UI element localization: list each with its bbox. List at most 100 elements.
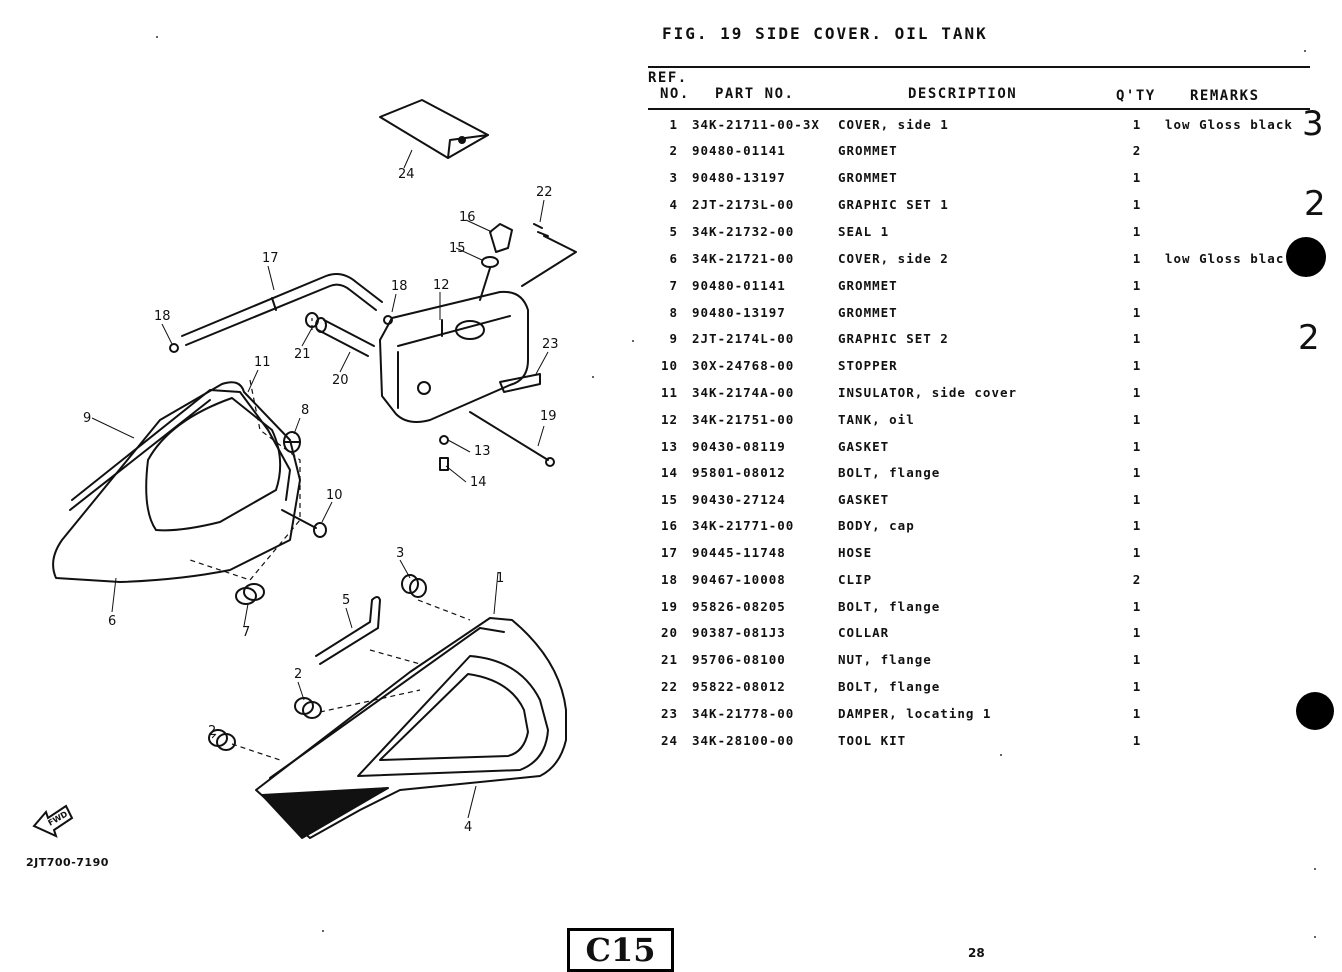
cell-ref: 21 <box>660 652 678 667</box>
scan-speck <box>1000 754 1002 756</box>
table-row: 3 90480-13197 GROMMET 1 <box>650 170 1340 196</box>
clip-part <box>169 343 179 353</box>
cell-description: CLIP <box>838 572 873 587</box>
cell-ref: 19 <box>660 599 678 614</box>
cell-part-no: 34K-2174A-00 <box>692 385 795 400</box>
grommet-8-part <box>283 431 301 453</box>
cell-ref: 1 <box>669 117 678 132</box>
cell-description: GROMMET <box>838 170 898 185</box>
scan-speck <box>592 376 594 378</box>
cell-ref: 6 <box>669 251 678 266</box>
cell-part-no: 90467-10008 <box>692 572 786 587</box>
callout-1: 1 <box>496 571 504 586</box>
table-row: 15 90430-27124 GASKET 1 <box>650 492 1340 518</box>
cell-ref: 18 <box>660 572 678 587</box>
table-row: 4 2JT-2173L-00 GRAPHIC SET 1 1 <box>650 197 1340 223</box>
cell-description: HOSE <box>838 545 873 560</box>
cell-part-no: 2JT-2174L-00 <box>692 331 795 346</box>
fwd-arrow-icon: FWD <box>32 804 74 838</box>
cell-part-no: 34K-21771-00 <box>692 518 795 533</box>
table-row: 12 34K-21751-00 TANK, oil 1 <box>650 412 1340 438</box>
table-row: 21 95706-08100 NUT, flange 1 <box>650 652 1340 678</box>
cell-description: GASKET <box>838 492 890 507</box>
grommet-2b-part <box>208 729 236 751</box>
cell-part-no: 95706-08100 <box>692 652 786 667</box>
table-row: 19 95826-08205 BOLT, flange 1 <box>650 599 1340 625</box>
cell-description: TANK, oil <box>838 412 915 427</box>
cell-description: GROMMET <box>838 143 898 158</box>
callout-9: 9 <box>83 411 91 426</box>
header-ref-top: REF. <box>648 70 688 86</box>
cell-description: BOLT, flange <box>838 465 941 480</box>
header-ref-bottom: NO. <box>660 86 690 102</box>
cell-description: STOPPER <box>838 358 898 373</box>
cell-part-no: 90480-13197 <box>692 170 786 185</box>
cell-description: COVER, side 2 <box>838 251 949 266</box>
cell-part-no: 34K-21721-00 <box>692 251 795 266</box>
cell-part-no: 90430-08119 <box>692 439 786 454</box>
cell-ref: 10 <box>660 358 678 373</box>
cell-ref: 16 <box>660 518 678 533</box>
cell-description: TOOL KIT <box>838 733 907 748</box>
callout-4: 4 <box>464 820 472 835</box>
cell-part-no: 90387-081J3 <box>692 625 786 640</box>
cell-qty: 1 <box>1132 224 1142 239</box>
cell-part-no: 90430-27124 <box>692 492 786 507</box>
table-row: 24 34K-28100-00 TOOL KIT 1 <box>650 733 1340 759</box>
table-row: 7 90480-01141 GROMMET 1 <box>650 278 1340 304</box>
grommet-2a-part <box>294 697 322 719</box>
cell-description: GROMMET <box>838 278 898 293</box>
cell-ref: 20 <box>660 625 678 640</box>
cell-qty: 1 <box>1132 599 1142 614</box>
cell-part-no: 90480-01141 <box>692 143 786 158</box>
cell-description: NUT, flange <box>838 652 932 667</box>
table-header-rule <box>648 108 1310 110</box>
damper-part <box>499 373 541 393</box>
seal-part <box>315 596 381 665</box>
callout-2a: 2 <box>294 667 302 682</box>
exploded-parts-diagram: 24 22 16 15 17 18 12 18 23 21 11 20 9 8 … <box>32 99 577 839</box>
callout-18a: 18 <box>391 279 408 294</box>
cell-ref: 12 <box>660 412 678 427</box>
table-row: 13 90430-08119 GASKET 1 <box>650 439 1340 465</box>
header-part-no: PART NO. <box>715 86 795 102</box>
callout-23: 23 <box>542 337 559 352</box>
tank-cap-part <box>479 223 513 301</box>
cell-qty: 1 <box>1132 278 1142 293</box>
handwritten-note: 2 <box>1298 318 1320 358</box>
stopper-part <box>281 509 327 538</box>
cell-qty: 1 <box>1132 170 1142 185</box>
cell-ref: 3 <box>669 170 678 185</box>
cell-ref: 2 <box>669 143 678 158</box>
cell-ref: 13 <box>660 439 678 454</box>
table-row: 16 34K-21771-00 BODY, cap 1 <box>650 518 1340 544</box>
callout-16: 16 <box>459 210 476 225</box>
cell-part-no: 34K-21751-00 <box>692 412 795 427</box>
cell-ref: 11 <box>660 385 678 400</box>
cell-qty: 1 <box>1132 412 1142 427</box>
cell-part-no: 95826-08205 <box>692 599 786 614</box>
cell-qty: 1 <box>1132 545 1142 560</box>
table-row: 23 34K-21778-00 DAMPER, locating 1 1 <box>650 706 1340 732</box>
side-cover-2-part <box>52 381 301 583</box>
table-row: 2 90480-01141 GROMMET 2 <box>650 143 1340 169</box>
callout-8: 8 <box>301 403 309 418</box>
cell-ref: 15 <box>660 492 678 507</box>
header-remarks: REMARKS <box>1190 88 1260 104</box>
cell-qty: 1 <box>1132 465 1142 480</box>
diagram-code: 2JT700-7190 <box>26 856 109 869</box>
cell-part-no: 90480-01141 <box>692 278 786 293</box>
cell-description: GROMMET <box>838 305 898 320</box>
page-tag: C15 <box>567 928 674 972</box>
cell-ref: 5 <box>669 224 678 239</box>
cell-part-no: 34K-28100-00 <box>692 733 795 748</box>
cell-qty: 1 <box>1132 305 1142 320</box>
handwritten-note: 3 <box>1302 104 1324 144</box>
side-cover-1-part <box>255 617 567 839</box>
cell-description: BOLT, flange <box>838 679 941 694</box>
callout-12: 12 <box>433 278 450 293</box>
collar-part <box>315 317 375 357</box>
cell-ref: 22 <box>660 679 678 694</box>
table-row: 9 2JT-2174L-00 GRAPHIC SET 2 1 <box>650 331 1340 357</box>
cell-qty: 2 <box>1132 143 1142 158</box>
